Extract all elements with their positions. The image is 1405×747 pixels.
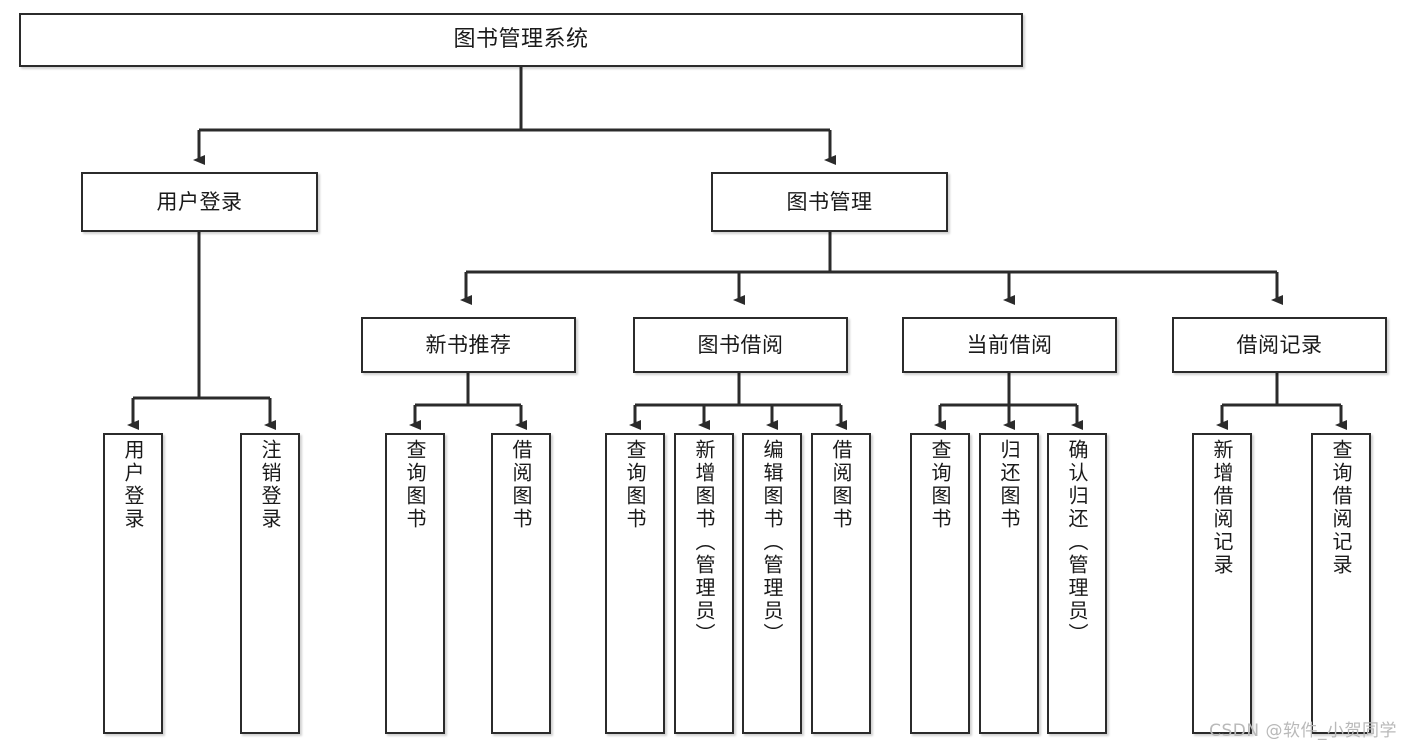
node-label: 查询借阅记录 [1329, 439, 1353, 577]
leaf-current-confirm-return[interactable]: 确认归还（管理员） [1047, 433, 1107, 734]
node-label: 编辑图书（管理员） [760, 439, 784, 646]
node-label: 新书推荐 [425, 332, 512, 357]
node-label: 查询图书 [623, 439, 647, 531]
leaf-borrow-query-book[interactable]: 查询图书 [605, 433, 665, 734]
node-root-system[interactable]: 图书管理系统 [19, 13, 1023, 67]
leaf-records-add-record[interactable]: 新增借阅记录 [1192, 433, 1252, 734]
node-user-login[interactable]: 用户登录 [81, 172, 318, 232]
node-label: 借阅图书 [829, 439, 853, 531]
leaf-user-login-login[interactable]: 用户登录 [103, 433, 163, 734]
node-label: 查询图书 [403, 439, 427, 531]
leaf-current-return-book[interactable]: 归还图书 [979, 433, 1039, 734]
node-label: 图书借阅 [697, 332, 784, 357]
node-book-management[interactable]: 图书管理 [711, 172, 948, 232]
node-book-borrow[interactable]: 图书借阅 [633, 317, 848, 373]
node-label: 查询图书 [928, 439, 952, 531]
leaf-user-login-logout[interactable]: 注销登录 [240, 433, 300, 734]
leaf-borrow-edit-book[interactable]: 编辑图书（管理员） [742, 433, 802, 734]
leaf-borrow-borrow-book[interactable]: 借阅图书 [811, 433, 871, 734]
leaf-records-query-record[interactable]: 查询借阅记录 [1311, 433, 1371, 734]
leaf-current-query-book[interactable]: 查询图书 [910, 433, 970, 734]
node-label: 用户登录 [156, 189, 243, 214]
node-label: 确认归还（管理员） [1065, 439, 1089, 646]
leaf-new-book-query[interactable]: 查询图书 [385, 433, 445, 734]
node-label: 新增借阅记录 [1210, 439, 1234, 577]
node-label: 注销登录 [258, 439, 282, 531]
leaf-new-book-borrow[interactable]: 借阅图书 [491, 433, 551, 734]
node-label: 新增图书（管理员） [692, 439, 716, 646]
node-label: 归还图书 [997, 439, 1021, 531]
csdn-watermark: CSDN @软件_小贺同学 [1209, 721, 1397, 741]
node-label: 图书管理系统 [453, 27, 589, 53]
node-borrow-records[interactable]: 借阅记录 [1172, 317, 1387, 373]
node-label: 用户登录 [121, 439, 145, 531]
node-label: 当前借阅 [966, 332, 1053, 357]
node-current-borrow[interactable]: 当前借阅 [902, 317, 1117, 373]
leaf-borrow-add-book[interactable]: 新增图书（管理员） [674, 433, 734, 734]
node-label: 借阅图书 [509, 439, 533, 531]
node-new-book-recommend[interactable]: 新书推荐 [361, 317, 576, 373]
node-label: 图书管理 [786, 189, 873, 214]
node-label: 借阅记录 [1236, 332, 1323, 357]
